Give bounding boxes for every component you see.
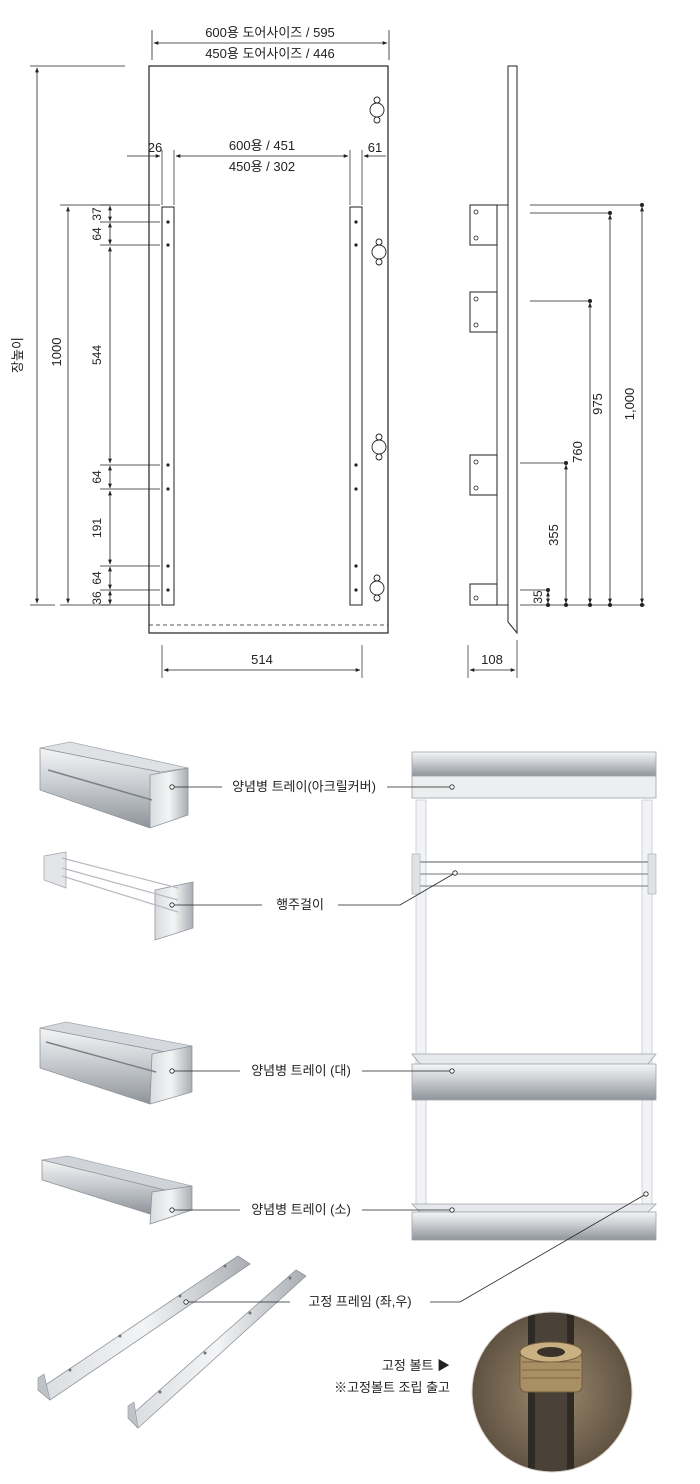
door-450-label: 450용 도어사이즈 / 446 <box>205 46 335 61</box>
front-view-labels: 600용 도어사이즈 / 595 450용 도어사이즈 / 446 26 600… <box>10 25 382 667</box>
inner-450-label: 450용 / 302 <box>229 159 295 174</box>
hinge-icon <box>369 96 387 602</box>
tray-large-label: 양념병 트레이 (대) <box>251 1063 351 1078</box>
seg-544-label: 544 <box>90 345 104 365</box>
towel-bar-image <box>43 851 194 941</box>
right-rail <box>349 206 363 606</box>
bolt-note: ※고정볼트 조립 출고 <box>334 1380 450 1395</box>
right-gap-label: 61 <box>368 140 382 155</box>
seg-64-label: 64 <box>90 227 104 241</box>
depth-108-label: 108 <box>481 652 503 667</box>
leader-lines <box>172 786 647 1303</box>
height-label: 장높이 <box>10 337 25 373</box>
dim-760-label: 760 <box>570 441 585 463</box>
seg-64b-label: 64 <box>90 470 104 484</box>
side-view <box>467 65 645 678</box>
seg-37-label: 37 <box>90 207 104 221</box>
tray-acrylic-label: 양념병 트레이(아크릴커버) <box>232 779 376 794</box>
dim-35-label: 35 <box>531 590 545 604</box>
fixing-frame-image <box>37 1255 307 1429</box>
seg-191-label: 191 <box>90 518 104 538</box>
door-600-label: 600용 도어사이즈 / 595 <box>205 25 335 40</box>
assembled-unit-image <box>411 751 657 1241</box>
seg-64c-label: 64 <box>90 571 104 585</box>
front-view <box>30 30 390 678</box>
fixing-bolt-image <box>471 1311 633 1473</box>
left-rail <box>161 206 175 606</box>
left-gap-label: 26 <box>148 140 162 155</box>
dim-975-label: 975 <box>590 393 605 415</box>
frame-label: 고정 프레임 (좌,우) <box>308 1294 411 1309</box>
side-view-labels: 1,000 975 760 355 35 108 <box>481 388 637 667</box>
towel-bar-label: 행주걸이 <box>276 897 324 912</box>
tray-large-image <box>39 1021 193 1105</box>
tray-small-image <box>41 1155 193 1225</box>
dim-355-label: 355 <box>546 524 561 546</box>
bolt-label: 고정 볼트 ▶ <box>382 1358 450 1373</box>
dim-1000-label: 1,000 <box>622 388 637 421</box>
seg-36-label: 36 <box>90 591 104 605</box>
width-514-label: 514 <box>251 652 273 667</box>
part-labels: 양념병 트레이(아크릴커버) 행주걸이 양념병 트레이 (대) 양념병 트레이 … <box>232 779 450 1395</box>
leader-dots <box>169 784 649 1305</box>
inner-600-label: 600용 / 451 <box>229 138 295 153</box>
height-1000-label: 1000 <box>49 338 64 367</box>
tray-small-label: 양념병 트레이 (소) <box>251 1202 351 1217</box>
tray-acrylic-image <box>39 741 189 829</box>
